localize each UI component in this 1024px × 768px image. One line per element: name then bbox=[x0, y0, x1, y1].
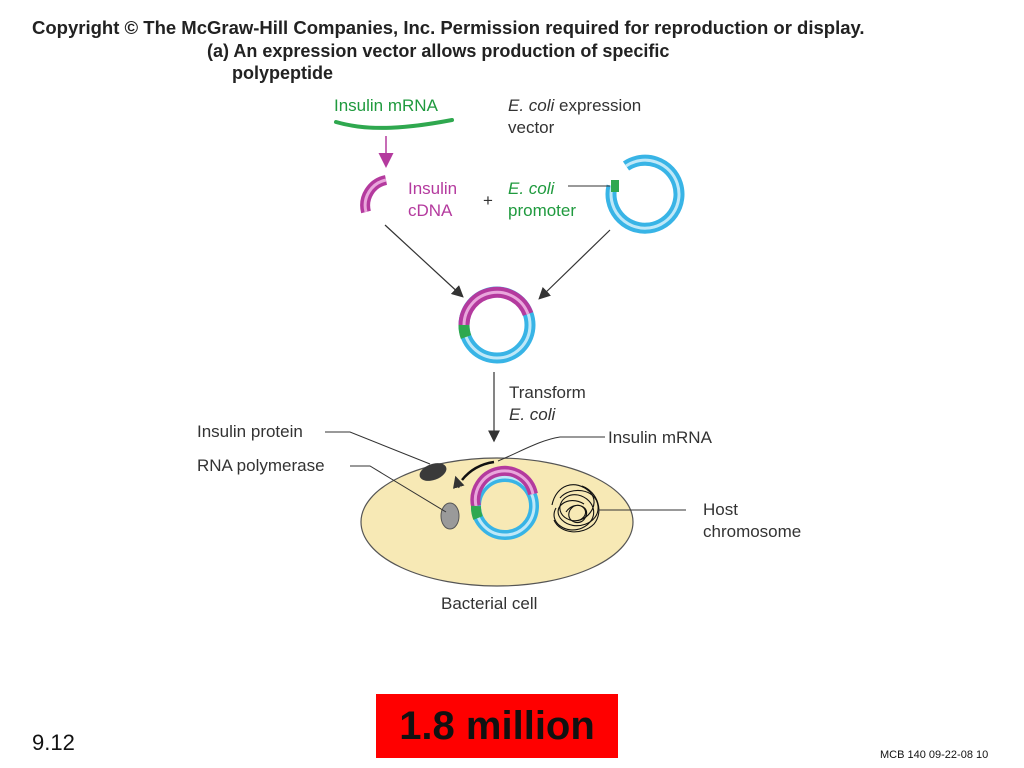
vector-to-recombinant-arrow bbox=[538, 229, 611, 300]
million-badge: 1.8 million bbox=[376, 694, 618, 758]
insulin-protein-label: Insulin protein bbox=[197, 422, 303, 441]
expression-vector-label-line2: vector bbox=[508, 118, 555, 137]
figure-caption-line1: (a) An expression vector allows producti… bbox=[207, 41, 670, 61]
bacterial-cell bbox=[360, 457, 634, 587]
insulin-mrna-label: Insulin mRNA bbox=[334, 96, 438, 115]
ecoli-promoter-label-line1: E. coli bbox=[508, 179, 555, 198]
footer-text: MCB 140 09-22-08 10 bbox=[880, 749, 989, 761]
ecoli-promoter-label-line2: promoter bbox=[508, 201, 577, 220]
insulin-protein-pointer bbox=[325, 431, 431, 465]
plus-sign: + bbox=[483, 191, 493, 210]
insulin-mrna-strand bbox=[334, 118, 454, 130]
rna-polymerase-label: RNA polymerase bbox=[197, 456, 325, 475]
host-chromosome bbox=[551, 484, 600, 533]
transform-label-line2: E. coli bbox=[509, 405, 556, 424]
ecoli-italic: E. coli bbox=[508, 96, 555, 115]
intracellular-plasmid bbox=[470, 465, 539, 540]
expression-text: expression bbox=[554, 96, 642, 115]
insulin-mrna-pointer bbox=[497, 436, 605, 462]
rna-polymerase-pointer bbox=[350, 465, 447, 513]
rna-polymerase bbox=[440, 502, 460, 530]
expression-vector-label-line1: E. coli expression bbox=[508, 95, 641, 116]
copyright-notice: Copyright © The McGraw-Hill Companies, I… bbox=[32, 17, 865, 38]
cdna-to-recombinant-arrow bbox=[384, 224, 464, 298]
host-chromosome-label-line2: chromosome bbox=[703, 522, 802, 541]
bacterial-cell-label: Bacterial cell bbox=[441, 594, 538, 613]
transform-label-line1: Transform bbox=[509, 383, 586, 402]
expression-vector-plasmid bbox=[605, 154, 685, 234]
recombinant-plasmid bbox=[458, 286, 536, 364]
insulin-cdna-label-line2: cDNA bbox=[408, 201, 453, 220]
slide-number: 9.12 bbox=[32, 730, 75, 755]
host-chromosome-label-line1: Host bbox=[703, 500, 738, 519]
insulin-mrna-bottom-label: Insulin mRNA bbox=[608, 428, 712, 447]
insulin-cdna-label-line1: Insulin bbox=[408, 179, 458, 198]
insulin-protein bbox=[419, 463, 447, 481]
figure-caption-line2: polypeptide bbox=[232, 63, 334, 83]
